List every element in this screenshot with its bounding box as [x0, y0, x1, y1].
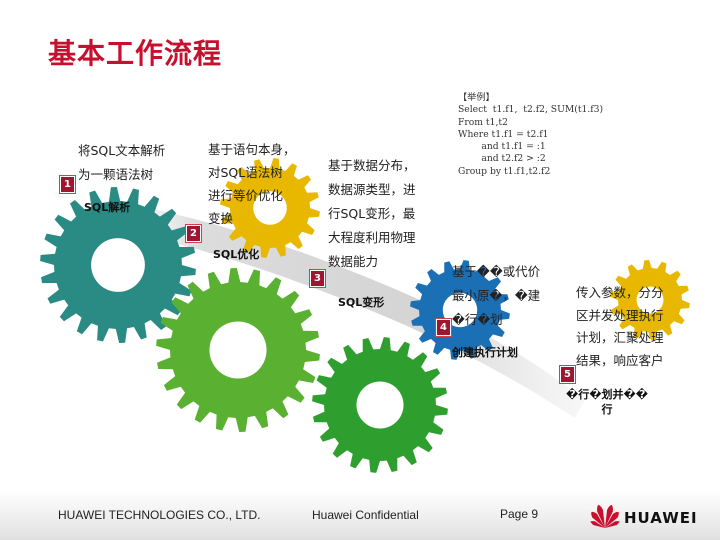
step-3-badge: 3: [310, 270, 325, 287]
desc-line: 结果，响应客户: [576, 352, 664, 368]
page-title: 基本工作流程: [48, 37, 223, 70]
step-1-description: 将SQL文本解析 为一颗语法树: [78, 139, 165, 187]
step-4-badge: 4: [436, 319, 451, 336]
sql-example: 【举例】 Select t1.f1, t2.f2, SUM(t1.f3) Fro…: [458, 92, 603, 178]
desc-line: 为一颗语法树: [78, 167, 154, 182]
step-5-description: 传入参数，分分 区并发处理执行 计划，汇聚处理 结果，响应客户: [576, 282, 664, 372]
desc-line: 数据能力: [328, 254, 379, 269]
process-graphic: [40, 158, 690, 473]
example-heading: 【举例】: [458, 92, 495, 103]
footer-page-number: Page 9: [500, 507, 539, 521]
step-3-description: 基于数据分布， 数据源类型，进 行SQL变形，最 大程度利用物理 数据能力: [328, 154, 416, 274]
example-line: From t1,t2: [458, 116, 508, 128]
desc-line: 区并发处理执行: [576, 307, 664, 323]
desc-line: 最小原�，�建: [452, 288, 541, 303]
step-5-label-line: �行�划并��: [566, 388, 648, 401]
step-1-label: SQL解析: [84, 201, 131, 214]
footer-confidential: Huawei Confidential: [312, 508, 419, 522]
desc-line: 进行等价优化: [208, 188, 284, 203]
desc-line: 变换: [208, 211, 234, 226]
desc-line: 大程度利用物理: [328, 230, 416, 245]
desc-line: 对SQL语法树: [208, 165, 283, 180]
example-line: Group by t1.f1,t2.f2: [458, 165, 551, 177]
step-5-label-line: 行: [601, 403, 613, 416]
desc-line: �行�划: [452, 312, 503, 327]
step-2-description: 基于语句本身， 对SQL语法树 进行等价优化 变换: [208, 138, 296, 230]
gear-hub: [636, 286, 664, 314]
example-line: Where t1.f1 = t2.f1: [458, 128, 549, 140]
example-line: and t2.f2 > :2: [458, 153, 546, 165]
desc-line: 传入参数，分分: [576, 285, 664, 300]
step-3-label: SQL变形: [338, 296, 385, 309]
desc-line: 将SQL文本解析: [78, 143, 166, 158]
example-line: and t1.f1 = :1: [458, 141, 546, 153]
gear-hub: [356, 381, 404, 429]
desc-line: 基于��或代价: [452, 264, 541, 279]
step-5-label: �行�划并�� 行: [566, 387, 648, 417]
step-2-label: SQL优化: [213, 248, 260, 261]
desc-line: 数据源类型，进: [328, 182, 416, 197]
gear-hub: [91, 238, 145, 292]
huawei-brand-text: HUAWEI: [624, 509, 698, 527]
example-line: Select t1.f1, t2.f2, SUM(t1.f3): [458, 104, 604, 116]
desc-line: 基于数据分布，: [328, 158, 416, 173]
footer-company: HUAWEI TECHNOLOGIES CO., LTD.: [58, 508, 261, 522]
step-2-badge: 2: [186, 225, 201, 242]
gear-hub: [442, 292, 478, 328]
desc-line: 基于语句本身，: [208, 142, 296, 157]
step-4-label: 创建执行计划: [452, 346, 518, 359]
step-5-badge: 5: [560, 366, 575, 383]
gear-hub: [209, 321, 267, 379]
desc-line: 计划，汇聚处理: [576, 330, 664, 345]
huawei-logo-icon: [590, 504, 620, 528]
step-4-description: 基于��或代价 最小原�，�建 �行�划: [452, 260, 540, 332]
gear-hub: [253, 191, 287, 225]
desc-line: 行SQL变形，最: [328, 206, 416, 221]
step-1-badge: 1: [60, 176, 75, 193]
